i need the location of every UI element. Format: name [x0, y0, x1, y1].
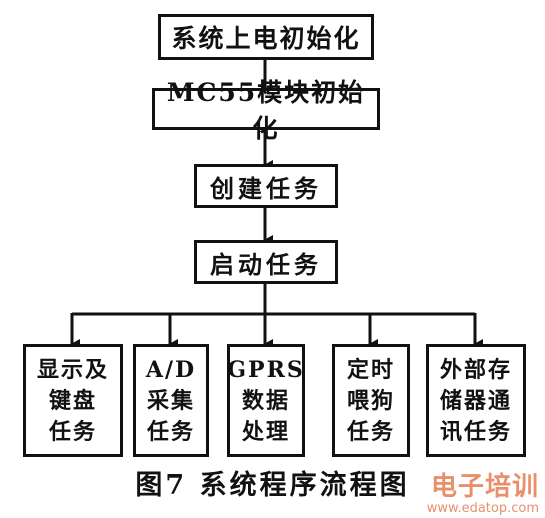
task-external-storage-comm: 外部存 储器通 讯任务	[426, 344, 526, 457]
step-start-tasks: 启动任务	[194, 240, 338, 284]
step-mc55-module-init: MC55模块初始化	[152, 78, 380, 143]
task-display-keyboard: 显示及 键盘 任务	[23, 344, 123, 457]
figure-caption: 图7 系统程序流程图	[135, 470, 410, 501]
step-power-on-init: 系统上电初始化	[158, 14, 374, 60]
site-watermark: 电子培训 www.edatop.com	[379, 466, 539, 516]
step-create-tasks: 创建任务	[194, 164, 338, 208]
task-gprs-data-processing: GPRS 数据 处理	[227, 344, 305, 457]
watermark-url: www.edatop.com	[426, 501, 539, 516]
task-ad-sampling: A/D 采集 任务	[133, 344, 209, 457]
task-timed-watchdog: 定时 喂狗 任务	[332, 344, 410, 457]
watermark-title: 电子培训	[430, 472, 539, 502]
